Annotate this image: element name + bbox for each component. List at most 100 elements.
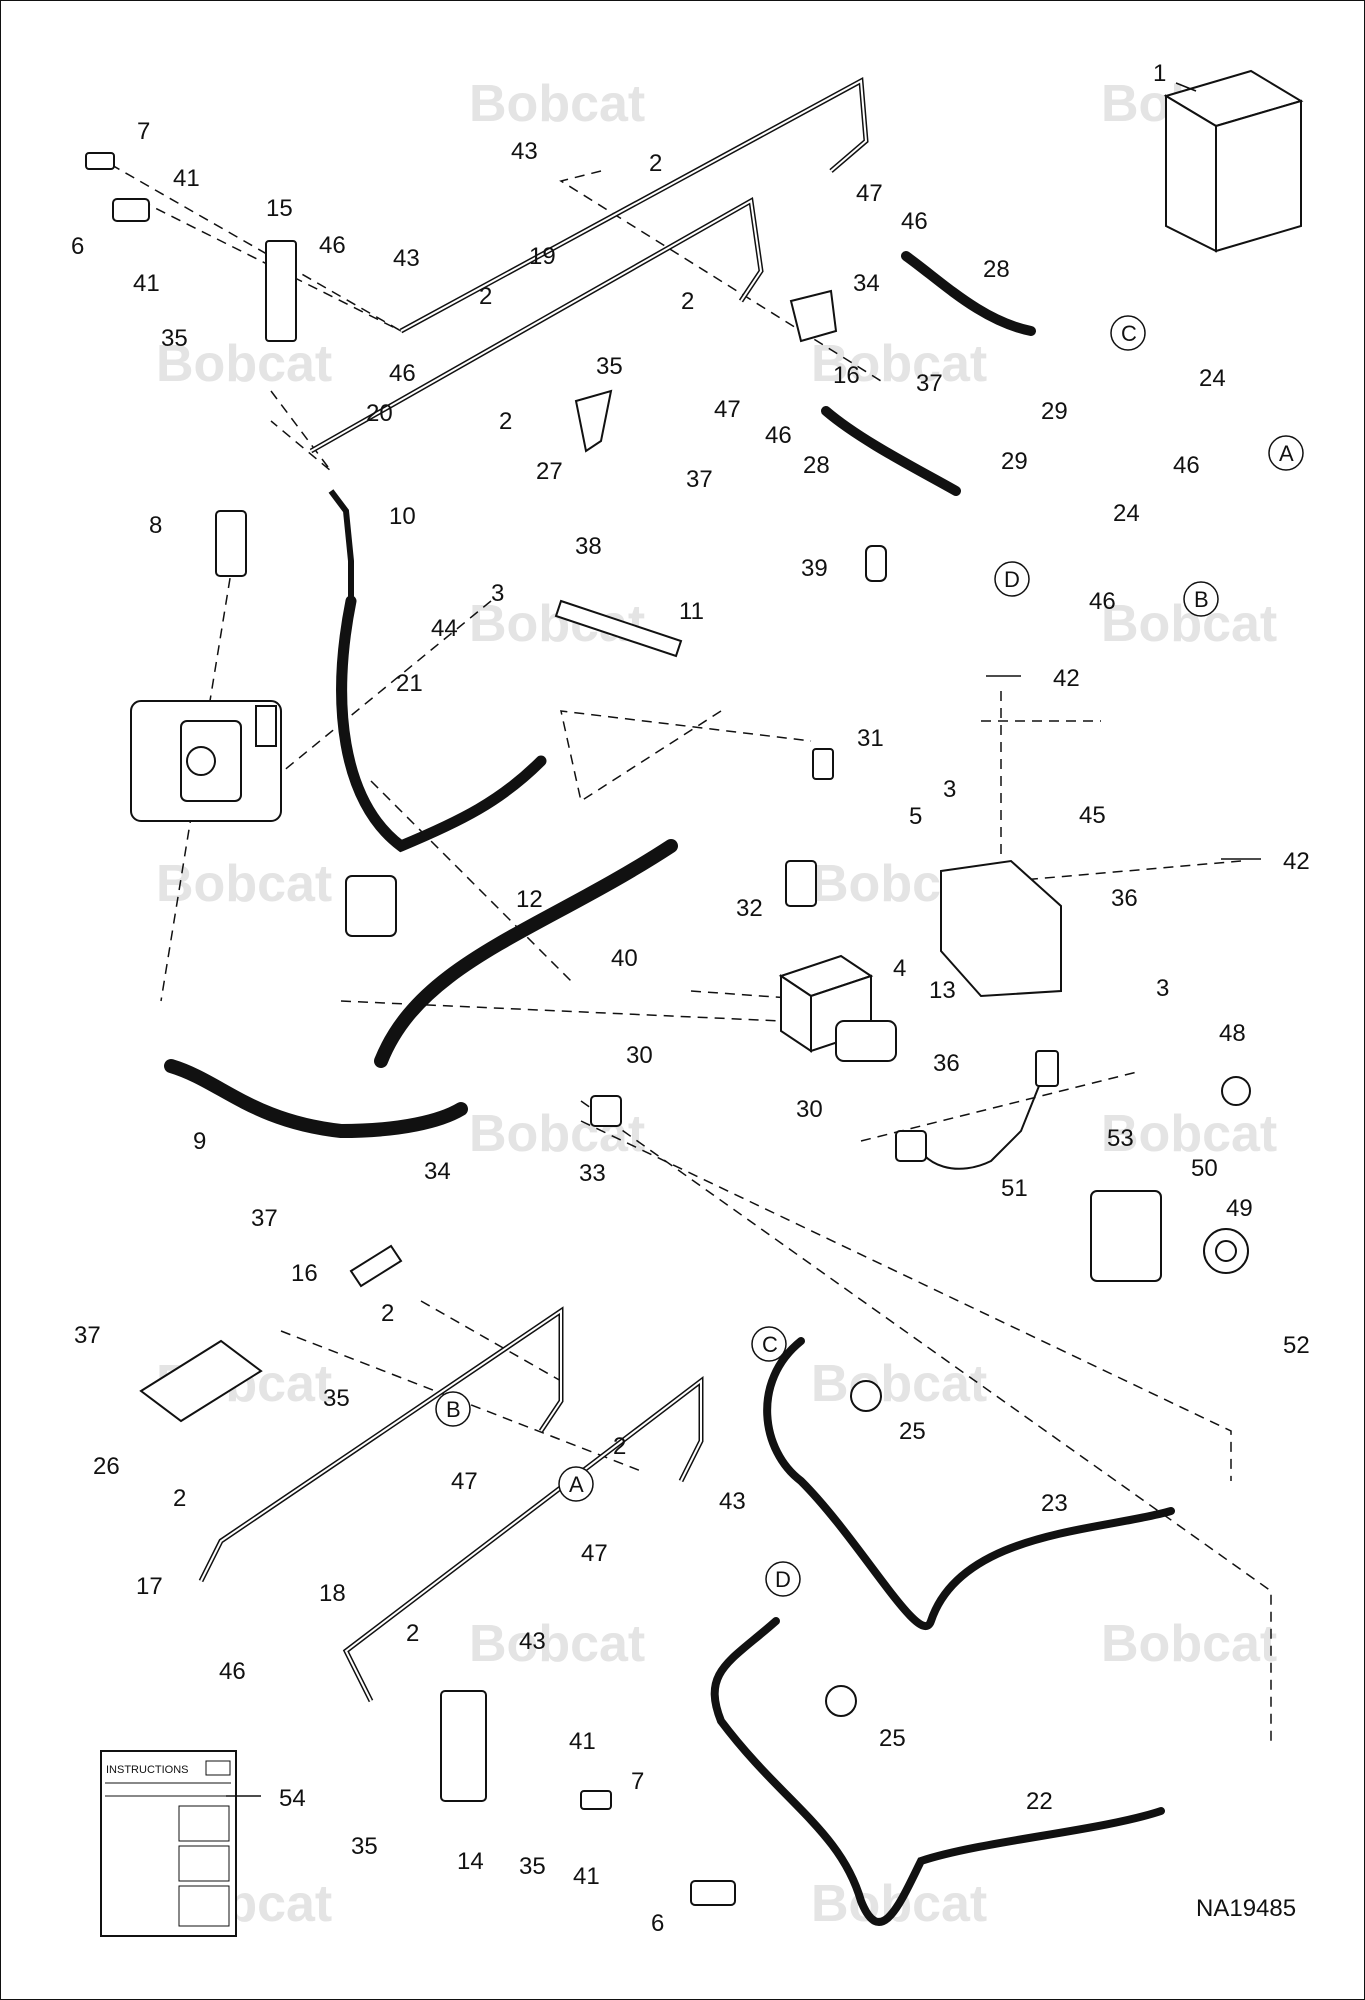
callout-27: 27 bbox=[536, 458, 563, 485]
callout-7: 7 bbox=[137, 118, 150, 145]
marker-b-top bbox=[1183, 581, 1219, 617]
callout-3: 3 bbox=[1156, 975, 1169, 1002]
callout-15: 15 bbox=[266, 195, 293, 222]
callout-2: 2 bbox=[499, 408, 512, 435]
callout-3: 3 bbox=[491, 580, 504, 607]
watermark-layer: Bobcat Bobcat Bobcat Bobcat Bobcat Bobca… bbox=[156, 75, 1277, 1933]
callout-16: 16 bbox=[291, 1260, 318, 1287]
callout-31: 31 bbox=[857, 725, 884, 752]
callout-53: 53 bbox=[1107, 1125, 1134, 1152]
callout-2: 2 bbox=[406, 1620, 419, 1647]
marker-a-top bbox=[1268, 435, 1304, 471]
marker-c-bottom bbox=[751, 1326, 787, 1362]
callout-42: 42 bbox=[1283, 848, 1310, 875]
callout-2: 2 bbox=[681, 288, 694, 315]
callout-46: 46 bbox=[319, 232, 346, 259]
assembly-guide-lines bbox=[95, 155, 1272, 1741]
hose-clamp-25-top bbox=[850, 1380, 882, 1412]
marker-letter: C bbox=[762, 1332, 778, 1357]
callout-54: 54 bbox=[279, 1785, 306, 1812]
callout-48: 48 bbox=[1219, 1020, 1246, 1047]
callout-18: 18 bbox=[319, 1580, 346, 1607]
callout-43: 43 bbox=[519, 1628, 546, 1655]
callout-30: 30 bbox=[796, 1096, 823, 1123]
callout-34: 34 bbox=[424, 1158, 451, 1185]
callout-41: 41 bbox=[573, 1863, 600, 1890]
callout-41: 41 bbox=[569, 1728, 596, 1755]
callout-numbers: 1 2 2 2 2 2 2 2 2 3 3 3 4 5 6 6 7 7 8 9 … bbox=[71, 60, 1310, 1937]
fitting-7-top bbox=[85, 152, 115, 170]
callout-44: 44 bbox=[431, 615, 458, 642]
callout-35: 35 bbox=[519, 1853, 546, 1880]
callout-2: 2 bbox=[381, 1300, 394, 1327]
callout-16: 16 bbox=[833, 362, 860, 389]
callout-34: 34 bbox=[853, 270, 880, 297]
fitting-7-bottom bbox=[580, 1790, 612, 1810]
marker-letter: B bbox=[446, 1397, 461, 1422]
hydraulic-pump bbox=[130, 700, 282, 822]
callout-47: 47 bbox=[581, 1540, 608, 1567]
hose-clamp-25-bottom bbox=[825, 1685, 857, 1717]
hose-22 bbox=[710, 1617, 1165, 1926]
callout-26: 26 bbox=[93, 1453, 120, 1480]
callout-35: 35 bbox=[161, 325, 188, 352]
watermark-text: Bobcat bbox=[156, 855, 332, 913]
callout-14: 14 bbox=[457, 1848, 484, 1875]
coupler-6-top bbox=[112, 198, 150, 222]
callout-32: 32 bbox=[736, 895, 763, 922]
mounting-bracket bbox=[940, 859, 1062, 998]
watermark-text: Bobcat bbox=[469, 75, 645, 133]
hose-21 bbox=[336, 595, 547, 853]
connection-markers bbox=[435, 315, 1304, 1597]
callout-6: 6 bbox=[651, 1910, 664, 1937]
marker-letter: B bbox=[1194, 587, 1209, 612]
elbow-fitting-32 bbox=[785, 860, 817, 907]
callout-25: 25 bbox=[879, 1725, 906, 1752]
callout-50: 50 bbox=[1191, 1155, 1218, 1182]
callout-24: 24 bbox=[1113, 500, 1140, 527]
watermark-text: Bobcat bbox=[1101, 1105, 1277, 1163]
fitting-bracket-15 bbox=[265, 240, 297, 342]
marker-d-bottom bbox=[765, 1561, 801, 1597]
elbow-fitting-33 bbox=[590, 1095, 622, 1127]
callout-37: 37 bbox=[916, 370, 943, 397]
callout-12: 12 bbox=[516, 886, 543, 913]
callout-46: 46 bbox=[765, 422, 792, 449]
callout-29: 29 bbox=[1041, 398, 1068, 425]
watermark-text: Bobcat bbox=[1101, 1615, 1277, 1673]
callout-49: 49 bbox=[1226, 1195, 1253, 1222]
marker-b-bottom bbox=[435, 1391, 471, 1427]
bracket-26 bbox=[139, 1339, 263, 1423]
kit-box bbox=[1163, 69, 1304, 253]
callout-1: 1 bbox=[1153, 60, 1166, 87]
callout-2: 2 bbox=[479, 283, 492, 310]
instructions-label: INSTRUCTIONS bbox=[106, 1764, 189, 1776]
callout-43: 43 bbox=[393, 245, 420, 272]
hose-23 bbox=[763, 1337, 1175, 1630]
watermark-text: Bobcat bbox=[469, 1615, 645, 1673]
marker-letter: D bbox=[1004, 567, 1020, 592]
bracket-27 bbox=[574, 389, 613, 453]
callout-47: 47 bbox=[714, 396, 741, 423]
callout-46: 46 bbox=[389, 360, 416, 387]
callout-40: 40 bbox=[611, 945, 638, 972]
callout-46: 46 bbox=[1089, 588, 1116, 615]
components bbox=[85, 69, 1304, 1906]
marker-letter: A bbox=[1279, 441, 1294, 466]
callout-4: 4 bbox=[893, 955, 906, 982]
clamp-16-bottom bbox=[349, 1244, 403, 1288]
callout-21: 21 bbox=[396, 670, 423, 697]
document-id: NA19485 bbox=[1196, 1895, 1296, 1922]
marker-letter: A bbox=[569, 1472, 584, 1497]
elbow-fitting-8 bbox=[215, 510, 247, 577]
clamp-16-top bbox=[789, 289, 838, 343]
callout-6: 6 bbox=[71, 233, 84, 260]
callout-41: 41 bbox=[133, 270, 160, 297]
callout-25: 25 bbox=[899, 1418, 926, 1445]
hose-clip-39 bbox=[865, 545, 887, 582]
marker-letter: D bbox=[775, 1567, 791, 1592]
hose-28-upper bbox=[901, 251, 1036, 336]
callout-43: 43 bbox=[719, 1488, 746, 1515]
